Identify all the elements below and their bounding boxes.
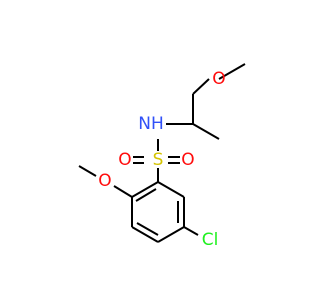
bond-ring-cl	[183, 226, 199, 236]
atom-o-sulfonyl-right: O	[181, 150, 194, 170]
atom-o-methoxy-top: O	[212, 69, 225, 89]
bonds	[78, 63, 246, 243]
atom-n-amine: NH	[138, 114, 164, 134]
ring-bond-c3-c4-inner	[136, 222, 159, 236]
ring-bond-c6-c1	[157, 181, 185, 198]
ring-bond-c3-c4	[131, 226, 159, 243]
ring-bond-c1-c2-inner	[135, 188, 157, 202]
atom-s-sulfonyl: S	[153, 150, 164, 170]
bond-o-methyl-ring	[78, 165, 97, 177]
ring-bond-c1-c2	[131, 181, 159, 198]
bond-o-methyl-top	[218, 63, 246, 80]
atom-labels: O NH S O O O Cl	[98, 69, 225, 250]
molecule-structure: O NH S O O O Cl	[78, 63, 246, 250]
structure-canvas: O NH S O O O Cl	[78, 63, 246, 250]
bond-ch2-o-top	[192, 78, 210, 95]
ring-bond-c4-c5	[157, 226, 185, 243]
atom-cl-chloro: Cl	[202, 230, 219, 250]
bond-ring-o-methoxy	[113, 185, 133, 198]
bond-ch-methyl	[192, 123, 220, 140]
atom-o-methoxy-ring: O	[98, 171, 111, 191]
atom-o-sulfonyl-left: O	[118, 150, 131, 170]
